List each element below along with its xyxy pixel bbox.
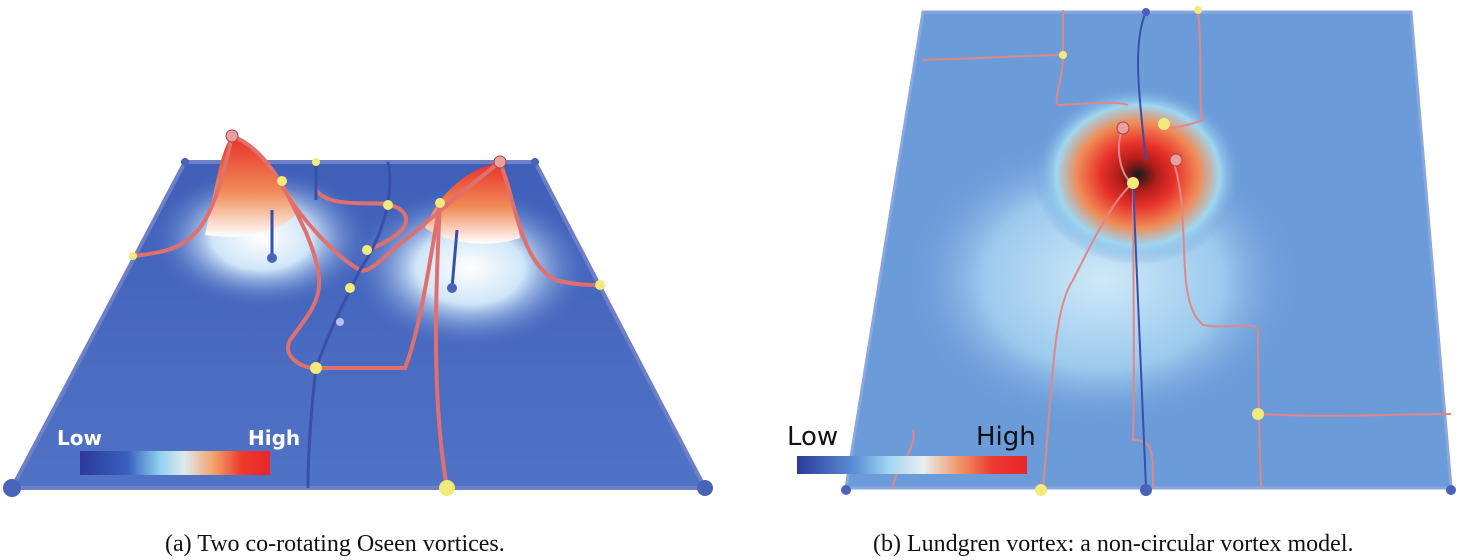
vortex-core-lines xyxy=(270,161,459,489)
figure-caption: (b) Lundgren vortex: a non-circular vort… xyxy=(873,531,1354,557)
separatrix-lines xyxy=(132,134,601,489)
critical-points xyxy=(841,6,1456,496)
vortex-glow-right xyxy=(350,188,590,348)
vortex-core xyxy=(1033,85,1243,265)
legend-low-label: Low xyxy=(57,426,102,450)
critical-points xyxy=(3,129,713,497)
figure-caption: (a) Two co-rotating Oseen vortices. xyxy=(165,531,505,557)
colorbar xyxy=(80,451,270,475)
oseen-vortices-render xyxy=(3,129,713,497)
vortex-core-lines xyxy=(1132,11,1147,489)
colorbar xyxy=(797,456,1027,474)
legend-high-label: High xyxy=(248,426,301,450)
lundgren-vortex-render xyxy=(841,6,1456,496)
vortex-peak-right xyxy=(425,162,520,244)
legend-low-label: Low xyxy=(787,422,839,452)
figure-a: Low High (a) Two co-rotating Oseen vorti… xyxy=(0,0,730,560)
legend-high-label: High xyxy=(976,422,1036,452)
figure-b: Low High (b) Lundgren vortex: a non-circ… xyxy=(733,0,1463,560)
separatrix-lines xyxy=(892,9,1452,489)
vortex-peak-left xyxy=(205,136,300,237)
